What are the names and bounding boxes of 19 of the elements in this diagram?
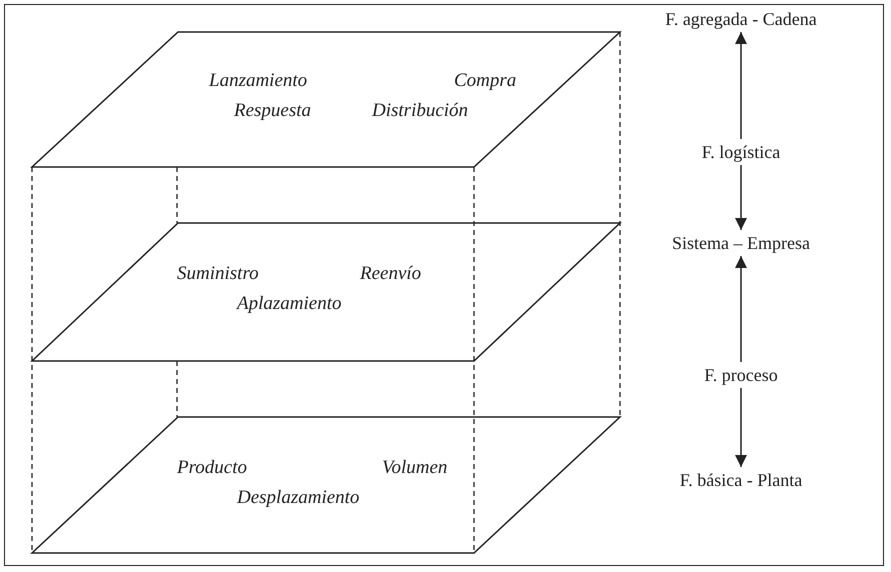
level-label: F. agregada - Cadena [665, 8, 817, 30]
arrow [735, 388, 747, 467]
plane-label: Lanzamiento [209, 70, 308, 92]
level-label: F. proceso [704, 364, 778, 386]
arrow [735, 256, 747, 362]
plane-label: Aplazamiento [237, 293, 342, 315]
plane-label: Compra [454, 70, 516, 92]
plane-label: Producto [177, 457, 248, 479]
level-label: F. básica - Planta [680, 469, 802, 491]
arrow [735, 165, 747, 230]
plane-label: Distribución [372, 100, 468, 122]
plane-label: Suministro [177, 263, 259, 285]
plane-label: Reenvío [360, 263, 422, 285]
arrow [735, 32, 747, 139]
level-label: F. logística [702, 141, 780, 163]
plane-label: Volumen [382, 457, 448, 479]
level-label: Sistema – Empresa [672, 232, 810, 254]
plane-label: Respuesta [234, 100, 312, 122]
plane-label: Desplazamiento [237, 487, 360, 509]
